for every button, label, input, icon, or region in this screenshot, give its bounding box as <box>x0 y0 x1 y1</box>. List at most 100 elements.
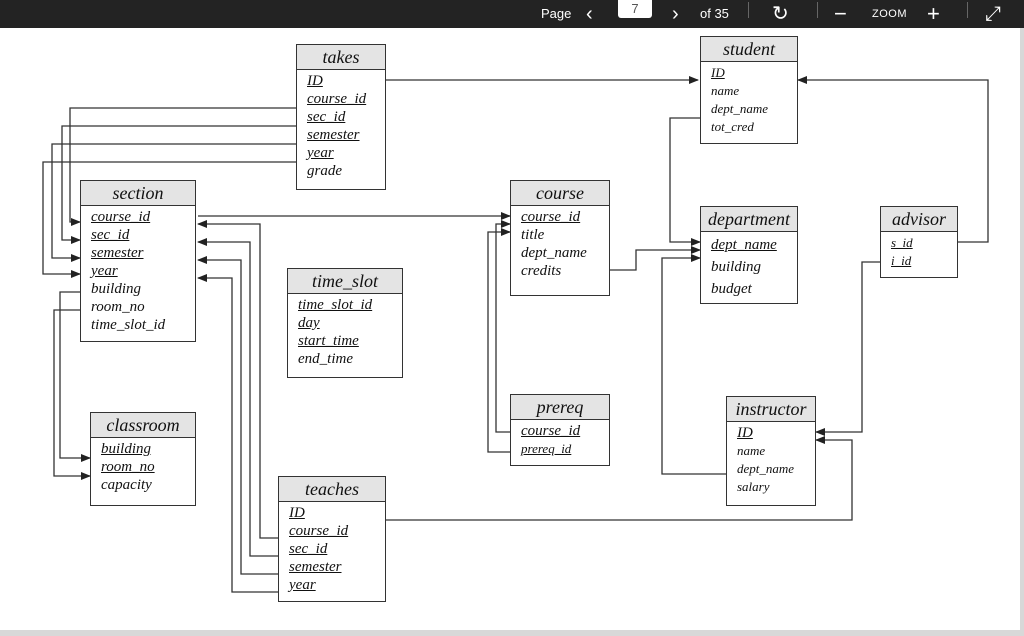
entity-title: prereq <box>511 395 609 420</box>
attribute: ID <box>289 505 305 521</box>
fk-teaches-course <box>197 220 278 539</box>
fk-teaches-year <box>197 274 278 593</box>
entity-section: section course_id sec_id semester year b… <box>80 180 196 342</box>
entity-title: takes <box>297 45 385 70</box>
attribute: room_no <box>91 299 145 315</box>
entity-title: time_slot <box>288 269 402 294</box>
attribute: dept_name <box>737 461 795 476</box>
attribute: i_id <box>891 253 912 268</box>
page-number-input[interactable]: 7 <box>618 0 652 18</box>
entity-title: classroom <box>91 413 195 438</box>
attribute: day <box>298 315 320 331</box>
fk-prereq-course <box>495 220 511 433</box>
attribute: year <box>91 263 118 279</box>
attribute: year <box>307 145 334 161</box>
fk-section-room <box>53 309 91 480</box>
fk-advisor-sid <box>797 76 989 243</box>
attribute: sec_id <box>307 109 346 125</box>
entity-title: department <box>701 207 797 232</box>
attribute: semester <box>91 245 144 261</box>
attribute: title <box>521 227 545 243</box>
fk-takes-year <box>42 161 296 278</box>
attribute: time_slot_id <box>91 317 166 333</box>
entity-advisor: advisor s_id i_id <box>880 206 958 278</box>
entity-course: course course_id title dept_name credits <box>510 180 610 296</box>
zoom-label: ZOOM <box>872 8 907 20</box>
toolbar-divider <box>967 2 968 18</box>
attribute: dept_name <box>521 245 587 261</box>
attribute: credits <box>521 263 562 279</box>
attribute: sec_id <box>289 541 328 557</box>
attribute: ID <box>711 65 725 80</box>
page-label: Page <box>541 6 572 21</box>
viewer-toolbar: Page ‹ 7 › of 35 ↻ − ZOOM + ⤢ <box>0 0 1024 28</box>
attribute: budget <box>711 281 752 297</box>
fk-course-dept <box>610 246 701 271</box>
attribute: ID <box>307 73 323 89</box>
entity-title: instructor <box>727 397 815 422</box>
attribute: sec_id <box>91 227 130 243</box>
attribute: year <box>289 577 316 593</box>
attribute: prereq_id <box>521 441 572 456</box>
minus-icon[interactable]: − <box>834 1 847 26</box>
plus-icon[interactable]: + <box>927 1 940 26</box>
fk-prereq-id <box>487 228 511 453</box>
attribute: course_id <box>289 523 349 539</box>
fk-takes-semester <box>51 143 296 262</box>
entity-student: student ID name dept_name tot_cred <box>700 36 798 144</box>
entity-department: department dept_name building budget <box>700 206 798 304</box>
total-pages-label: of 35 <box>700 6 729 21</box>
entity-title: advisor <box>881 207 957 232</box>
attribute: dept_name <box>711 101 769 116</box>
attribute: time_slot_id <box>298 297 373 313</box>
entity-title: teaches <box>279 477 385 502</box>
attribute: salary <box>737 479 770 494</box>
fk-takes-sec-id <box>61 125 296 244</box>
fk-takes-course-id <box>69 107 296 226</box>
entity-title: course <box>511 181 609 206</box>
page-edge <box>0 630 1024 636</box>
attribute: name <box>711 83 740 98</box>
attribute: course_id <box>521 209 581 225</box>
expand-icon[interactable]: ⤢ <box>985 3 1001 25</box>
entity-instructor: instructor ID name dept_name salary <box>726 396 816 506</box>
entity-title: student <box>701 37 797 62</box>
fk-teaches-semester <box>197 256 278 575</box>
entity-prereq: prereq course_id prereq_id <box>510 394 610 466</box>
attribute: grade <box>307 163 342 179</box>
fk-section-building <box>59 291 91 462</box>
attribute: start_time <box>298 333 359 349</box>
attribute: capacity <box>101 477 152 493</box>
fk-teaches-id <box>386 436 853 521</box>
attribute: building <box>91 281 142 297</box>
toolbar-divider <box>817 2 818 18</box>
entity-classroom: classroom building room_no capacity <box>90 412 196 506</box>
attribute: semester <box>289 559 342 575</box>
entity-teaches: teaches ID course_id sec_id semester yea… <box>278 476 386 602</box>
attribute: tot_cred <box>711 119 754 134</box>
entity-time-slot: time_slot time_slot_id day start_time en… <box>287 268 403 378</box>
attribute: name <box>737 443 766 458</box>
rotate-icon[interactable]: ↻ <box>772 3 789 25</box>
attribute: s_id <box>891 235 913 250</box>
fk-teaches-sec <box>197 238 278 557</box>
toolbar-divider <box>748 2 749 18</box>
chevron-left-icon[interactable]: ‹ <box>586 3 593 25</box>
attribute: room_no <box>101 459 155 475</box>
attribute: course_id <box>91 209 151 225</box>
attribute: ID <box>737 425 753 441</box>
attribute: course_id <box>521 423 581 439</box>
fk-advisor-iid <box>815 261 880 436</box>
attribute: course_id <box>307 91 367 107</box>
attribute: semester <box>307 127 360 143</box>
entity-takes: takes ID course_id sec_id semester year … <box>296 44 386 190</box>
chevron-right-icon[interactable]: › <box>672 3 679 25</box>
fk-instructor-dept <box>661 254 726 475</box>
page-edge <box>1020 28 1024 636</box>
attribute: dept_name <box>711 237 777 253</box>
attribute: end_time <box>298 351 353 367</box>
fk-student-dept <box>669 117 701 246</box>
attribute: building <box>711 259 762 275</box>
entity-title: section <box>81 181 195 206</box>
